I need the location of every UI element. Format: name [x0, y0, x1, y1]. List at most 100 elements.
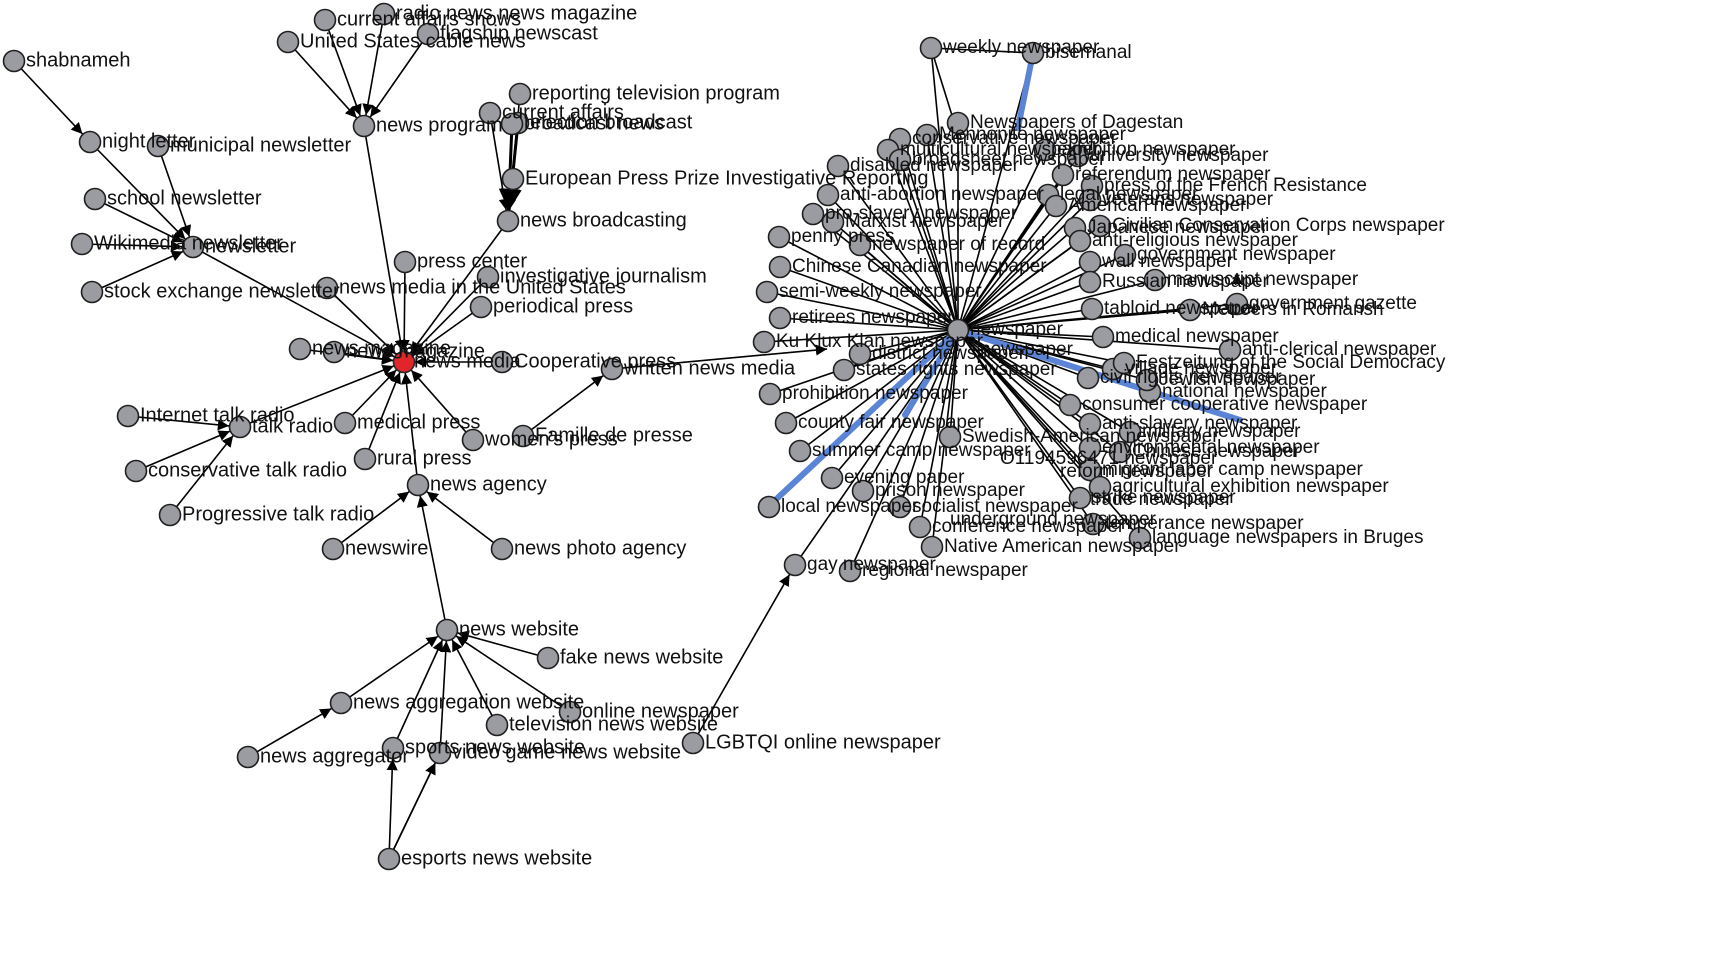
cluster-node-prohibition-newspaper[interactable]: [758, 382, 782, 406]
cluster-node-government-newspaper[interactable]: [1113, 243, 1137, 267]
node-broadcast-news[interactable]: [500, 112, 524, 136]
node-talk-radio[interactable]: [228, 415, 252, 439]
cluster-node-socialist-newspaper[interactable]: [888, 495, 912, 519]
node-reporting-television-program[interactable]: [508, 82, 532, 106]
cluster-node-penny-press[interactable]: [767, 225, 791, 249]
node-periodical-press[interactable]: [469, 295, 493, 319]
cluster-node-summer-camp-newspaper[interactable]: [788, 439, 812, 463]
cluster-node-newspapers-of-dagestan[interactable]: [946, 111, 970, 135]
node-european-press-prize-investigative-reporting[interactable]: [501, 167, 525, 191]
cluster-node-district-newspaper[interactable]: [848, 342, 872, 366]
node-school-newsletter[interactable]: [83, 187, 107, 211]
node-flagship-newscast[interactable]: [416, 22, 440, 46]
cluster-node-civil-rights-newspaper[interactable]: [1076, 366, 1100, 390]
cluster-node-university-newspaper[interactable]: [1066, 144, 1090, 168]
cluster-node-consumer-cooperative-newspaper[interactable]: [1058, 393, 1082, 417]
cluster-node-mennonite-newspaper[interactable]: [915, 123, 939, 147]
node-news-photo-agency[interactable]: [490, 537, 514, 561]
node-women-s-press[interactable]: [461, 428, 485, 452]
cluster-node-festzeitung-of-the-social-democracy[interactable]: [1112, 351, 1136, 375]
cluster-node-metroers-in-romansh[interactable]: [1178, 298, 1202, 322]
node-fake-news-website[interactable]: [536, 646, 560, 670]
node-famille-de-presse[interactable]: [511, 424, 535, 448]
node-stock-exchange-newsletter[interactable]: [80, 280, 104, 304]
node-newsletter[interactable]: [181, 235, 205, 259]
cluster-node-referendum-newspaper[interactable]: [1051, 163, 1075, 187]
node-newswire[interactable]: [321, 537, 345, 561]
cluster-node-weekly-newspaper[interactable]: [919, 36, 943, 60]
node-news-aggregator[interactable]: [236, 745, 260, 769]
node-medical-press[interactable]: [333, 411, 357, 435]
node-investigative-journalism[interactable]: [476, 265, 500, 289]
cluster-node-language-newspapers-in-bruges[interactable]: [1128, 526, 1152, 550]
cluster-node-chinese-newspaper[interactable]: [1108, 440, 1132, 464]
cluster-node-semi-weekly-newspaper[interactable]: [755, 280, 779, 304]
node-news-magazine[interactable]: [288, 337, 312, 361]
node-rural-press[interactable]: [353, 447, 377, 471]
node-news-magazine[interactable]: [322, 340, 346, 364]
cluster-node-exhibition-newspaper[interactable]: [1033, 138, 1057, 162]
node-cooperative-press[interactable]: [490, 350, 514, 374]
node-sports-news-website[interactable]: [381, 736, 405, 760]
node-hub-news-media[interactable]: [392, 350, 416, 374]
cluster-node-swedish-american-newspaper[interactable]: [938, 425, 962, 449]
cluster-node-military-newspaper[interactable]: [1118, 420, 1142, 444]
cluster-node-agricultural-exhibition-newspaper[interactable]: [1088, 475, 1112, 499]
cluster-node-native-american-newspaper[interactable]: [920, 535, 944, 559]
node-news-media-in-the-united-states[interactable]: [315, 276, 339, 300]
cluster-node-strike-newspaper[interactable]: [1068, 486, 1092, 510]
node-internet-talk-radio[interactable]: [116, 404, 140, 428]
node-television-news-website[interactable]: [485, 713, 509, 737]
node-written-news-media[interactable]: [600, 357, 624, 381]
cluster-node-broadsheet-newspaper[interactable]: [888, 148, 912, 172]
cluster-node-gay-newspaper[interactable]: [783, 553, 807, 577]
cluster-node-ku-klux-klan-newspaper[interactable]: [752, 330, 776, 354]
node-news-broadcasting[interactable]: [496, 209, 520, 233]
cluster-node-bisemanal[interactable]: [1021, 41, 1045, 65]
node-news-program[interactable]: [352, 114, 376, 138]
node-conservative-talk-radio[interactable]: [124, 459, 148, 483]
node-progressive-talk-radio[interactable]: [158, 503, 182, 527]
cluster-node-states-rights-newspaper[interactable]: [832, 358, 856, 382]
cluster-node-anti-religious-newspaper[interactable]: [1068, 229, 1092, 253]
cluster-node-medical-newspaper[interactable]: [1091, 325, 1115, 349]
node-news-aggregation-website[interactable]: [329, 691, 353, 715]
cluster-node-prison-newspaper[interactable]: [851, 479, 875, 503]
cluster-node-marxist-newspaper[interactable]: [821, 210, 845, 234]
cluster-node-migrant-labor-camp-newspaper[interactable]: [1078, 458, 1102, 482]
cluster-node-conference-newspaper[interactable]: [908, 515, 932, 539]
node-municipal-newsletter[interactable]: [146, 134, 170, 158]
cluster-node-government-gazette[interactable]: [1225, 292, 1249, 316]
node-united-states-cable-news[interactable]: [276, 30, 300, 54]
node-news-agency[interactable]: [406, 473, 430, 497]
cluster-node-evening-paper[interactable]: [820, 466, 844, 490]
cluster-node-veterans-newspaper[interactable]: [1078, 188, 1102, 212]
cluster-node-local-newspaper[interactable]: [757, 495, 781, 519]
node-esports-news-website[interactable]: [377, 847, 401, 871]
cluster-node-regional-newspaper[interactable]: [838, 559, 862, 583]
cluster-node-county-fair-newspaper[interactable]: [774, 411, 798, 435]
cluster-node-anti-abortion-newspaper[interactable]: [816, 183, 840, 207]
node-news-website[interactable]: [435, 618, 459, 642]
cluster-node-russian-newspaper[interactable]: [1078, 270, 1102, 294]
node-current-affairs-shows[interactable]: [313, 8, 337, 32]
cluster-node-newspaper[interactable]: [946, 318, 970, 342]
node-video-game-news-website[interactable]: [428, 741, 452, 765]
node-lgbtqi-online-newspaper[interactable]: [681, 731, 705, 755]
node-online-newspaper[interactable]: [558, 700, 582, 724]
node-radio-news-news-magazine[interactable]: [372, 2, 396, 26]
cluster-node-retirees-newspaper[interactable]: [768, 306, 792, 330]
node-current-affairs[interactable]: [478, 101, 502, 125]
cluster-node-american-newspaper[interactable]: [1044, 194, 1068, 218]
node-wikimedia-newsletter[interactable]: [70, 232, 94, 256]
cluster-node-civilian-conservation-corps-newspaper[interactable]: [1088, 214, 1112, 238]
cluster-node-tabloid-newspaper[interactable]: [1080, 297, 1104, 321]
cluster-node-chinese-canadian-newspaper[interactable]: [768, 255, 792, 279]
cluster-node-disabled-newspaper[interactable]: [826, 154, 850, 178]
cluster-node-jewish-newspaper[interactable]: [1135, 368, 1159, 392]
cluster-node-anti-slavery-newspaper[interactable]: [1078, 412, 1102, 436]
cluster-node-environmental-newspaper[interactable]: [1078, 436, 1102, 460]
cluster-node-wall-newspaper[interactable]: [1078, 250, 1102, 274]
cluster-node-temperance-newspaper[interactable]: [1081, 512, 1105, 536]
node-shabnameh[interactable]: [2, 49, 26, 73]
